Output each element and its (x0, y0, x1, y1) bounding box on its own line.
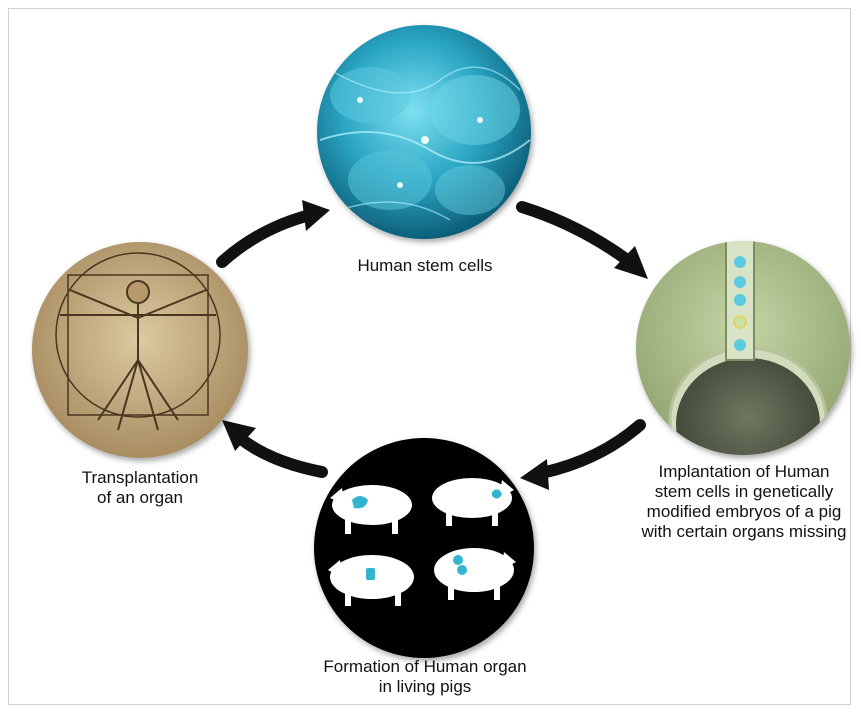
transplantation-label: Transplantation of an organ (40, 468, 240, 508)
arrow-transplantation-to-stem (222, 200, 330, 262)
arrow-implantation-to-formation (520, 425, 640, 490)
stem-cells-label: Human stem cells (300, 256, 550, 276)
formation-label: Formation of Human organ in living pigs (290, 657, 560, 697)
pigs-panel-image (314, 438, 534, 658)
arrow-formation-to-transplantation (222, 420, 322, 472)
implantation-label: Implantation of Human stem cells in gene… (628, 462, 860, 542)
